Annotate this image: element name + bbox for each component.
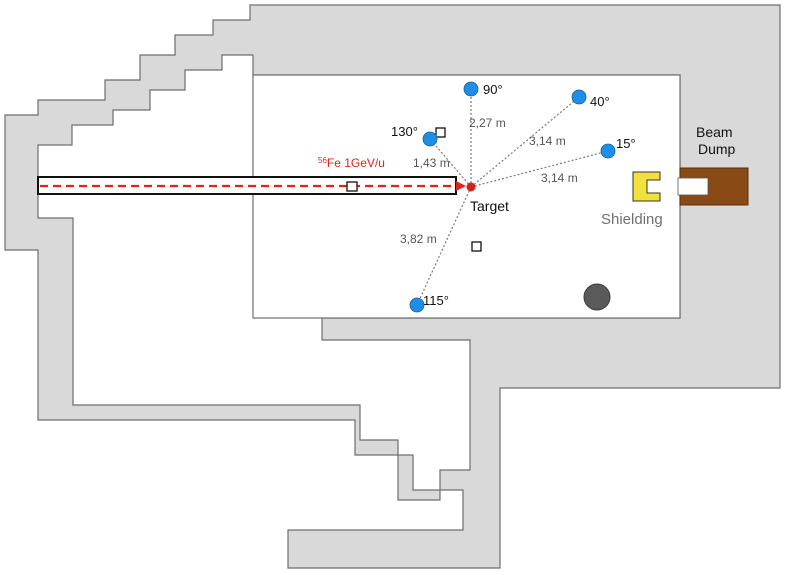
distance-130: 1,43 m — [413, 156, 450, 170]
target-label: Target — [470, 198, 509, 214]
beam-label-text: Fe 1GeV/u — [327, 156, 385, 170]
monitor-square-lower — [471, 241, 482, 252]
target-dot — [466, 182, 476, 192]
monitor-square-upper — [435, 127, 446, 138]
beam-label: 56Fe 1GeV/u — [318, 156, 385, 170]
detector-label-15: 15° — [616, 136, 636, 151]
beam-monitor-square — [346, 181, 358, 192]
distance-115: 3,82 m — [400, 232, 437, 246]
distance-lines — [416, 89, 609, 306]
distance-40: 3,14 m — [529, 134, 566, 148]
beam-arrowhead — [456, 181, 466, 191]
beam-dump-label-line2: Dump — [698, 141, 736, 157]
concrete-wall — [4, 4, 781, 569]
detector-90 — [463, 81, 479, 97]
line-130 — [429, 138, 472, 188]
grey-monitor-disc — [583, 283, 611, 311]
detector-40 — [571, 89, 587, 105]
beam-dump-label-line1: Beam — [696, 124, 733, 140]
detector-115 — [409, 297, 425, 313]
shielding-label: Shielding — [601, 211, 663, 228]
experimental-hall — [252, 74, 681, 319]
beam-isotope-mass-number: 56 — [318, 156, 327, 165]
beam-dump-channel — [677, 177, 709, 196]
line-40 — [470, 96, 580, 188]
distance-90: 2,27 m — [469, 116, 506, 130]
detector-label-40: 40° — [590, 94, 610, 109]
line-115 — [416, 186, 472, 306]
detector-label-115: 115° — [423, 293, 449, 308]
shielding-block — [632, 171, 661, 202]
detector-15 — [600, 143, 616, 159]
detector-label-90: 90° — [483, 82, 503, 97]
distance-15: 3,14 m — [541, 171, 578, 185]
detector-label-130: 130° — [391, 124, 418, 139]
detector-130 — [422, 131, 438, 147]
